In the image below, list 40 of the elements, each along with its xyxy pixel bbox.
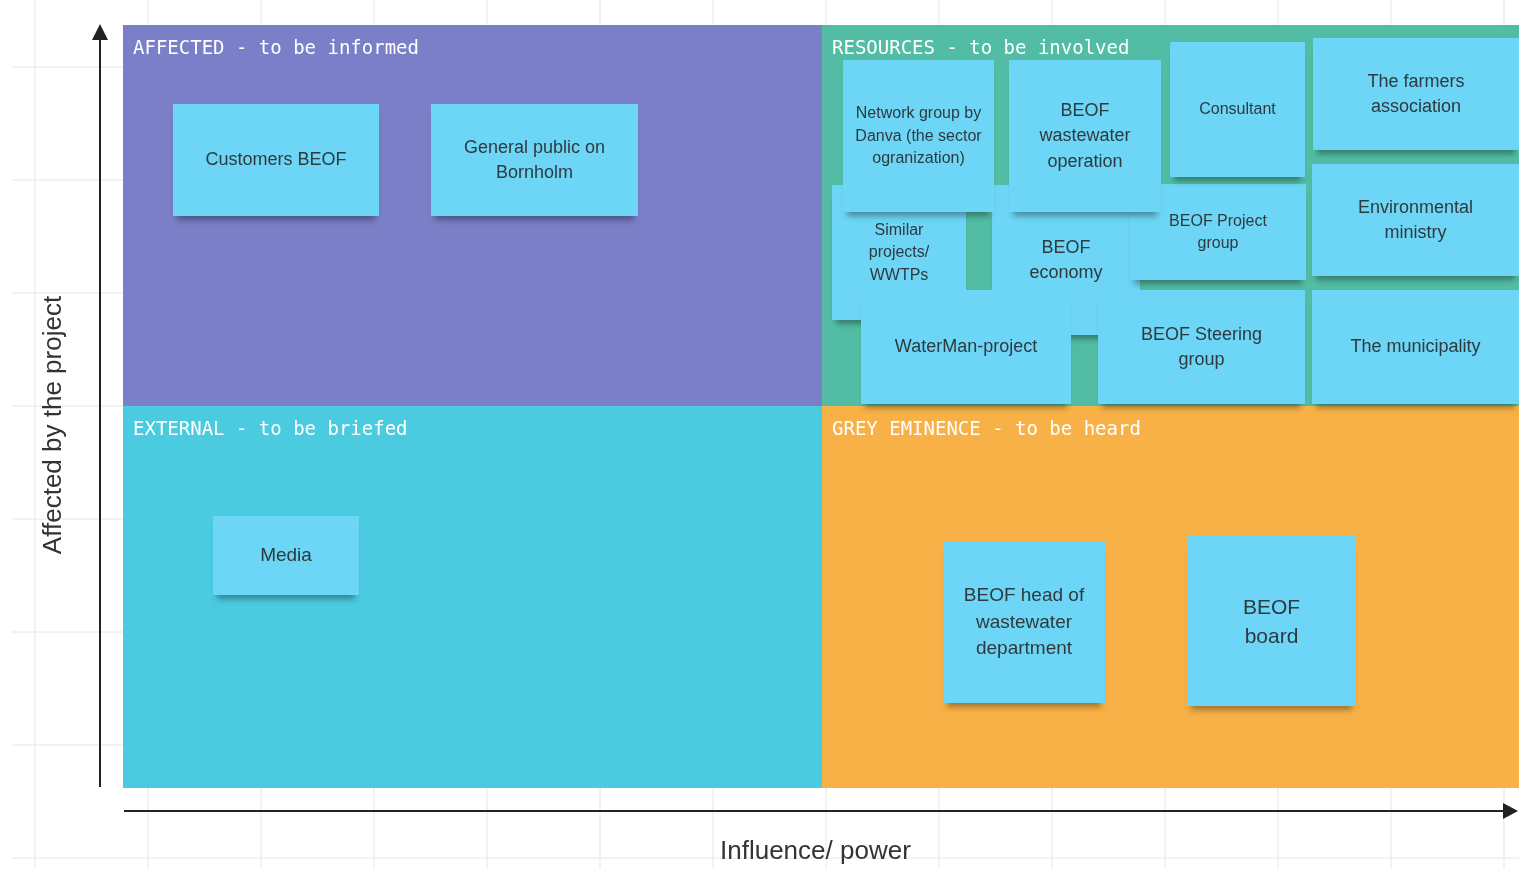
note-text: Similar projects/ WWTPs xyxy=(867,219,931,285)
note-text: BEOF head of wastewater department xyxy=(962,583,1086,661)
sticky-note xyxy=(173,104,379,216)
sticky-note xyxy=(1313,38,1519,150)
quadrant-panel xyxy=(822,25,1519,406)
note-text: Media xyxy=(260,543,312,568)
note-text: The municipality xyxy=(1350,335,1481,359)
sticky-note xyxy=(943,541,1105,703)
quadrant-heading: GREY EMINENCE - to be heard xyxy=(832,416,1141,440)
quadrant-panel xyxy=(822,406,1519,788)
sticky-note xyxy=(1312,290,1519,404)
note-text: BEOF Project group xyxy=(1168,210,1268,253)
note-text: Consultant xyxy=(1199,99,1276,120)
sticky-note xyxy=(1130,184,1306,280)
sticky-note xyxy=(1187,536,1356,706)
quadrant-heading: RESOURCES - to be involved xyxy=(832,35,1130,59)
axis-label: Affected by the project xyxy=(35,295,68,555)
quadrant-panel xyxy=(123,406,822,788)
quadrant-panel xyxy=(123,25,822,406)
sticky-note xyxy=(1170,42,1305,177)
sticky-note xyxy=(1312,164,1519,276)
note-text: Network group by Danva (the sector ogranization) xyxy=(854,103,983,169)
sticky-note xyxy=(861,290,1071,404)
note-text: The farmers association xyxy=(1366,69,1466,118)
sticky-note xyxy=(1098,290,1305,404)
sticky-note xyxy=(213,516,359,595)
axis-label: Influence/ power xyxy=(720,834,911,867)
note-text: Environmental ministry xyxy=(1356,195,1475,244)
note-text: BEOF board xyxy=(1241,593,1302,649)
quadrant-heading: AFFECTED - to be informed xyxy=(133,35,419,59)
note-text: BEOF wastewater operation xyxy=(1038,99,1132,173)
note-text: WaterMan-project xyxy=(894,335,1038,359)
sticky-note xyxy=(1009,60,1161,212)
note-text: Customers BEOF xyxy=(205,148,347,172)
note-text: BEOF Steering group xyxy=(1139,322,1264,371)
sticky-note xyxy=(431,104,638,216)
sticky-note xyxy=(843,60,994,212)
quadrant-heading: EXTERNAL - to be briefed xyxy=(133,416,408,440)
note-text: General public on Bornholm xyxy=(462,135,607,184)
note-text: BEOF economy xyxy=(1028,235,1104,284)
